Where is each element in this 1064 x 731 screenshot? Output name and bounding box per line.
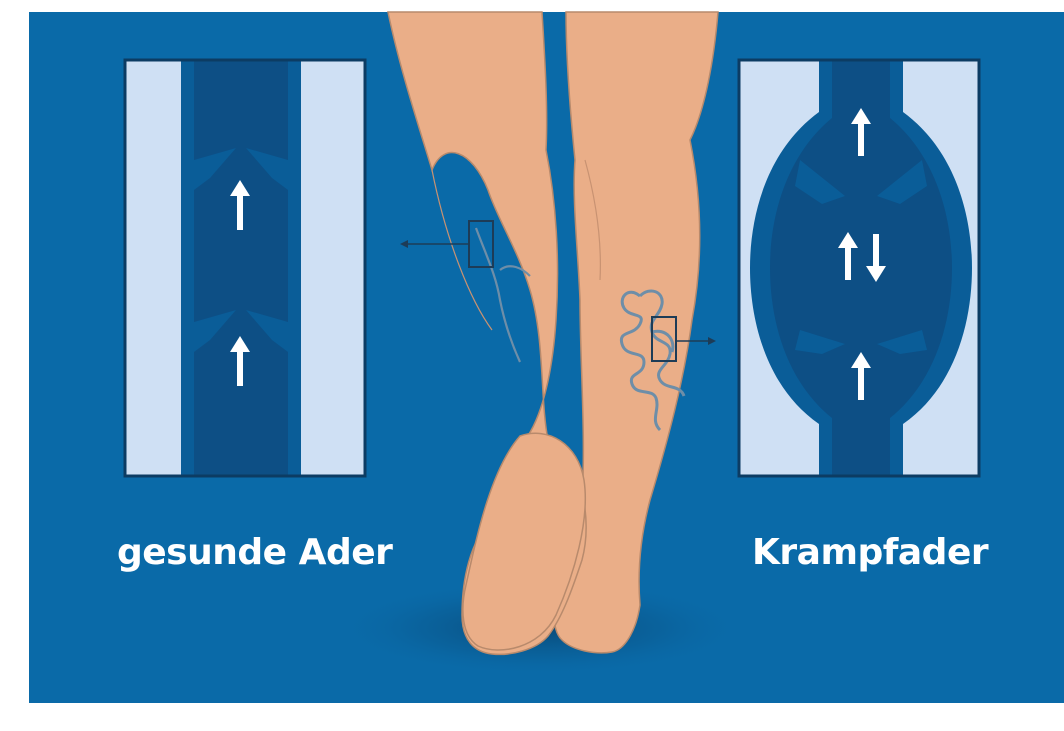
- healthy-vein-label: gesunde Ader: [117, 532, 392, 573]
- healthy-vein-diagram: [125, 60, 365, 476]
- varicose-vein-label: Krampfader: [752, 532, 988, 573]
